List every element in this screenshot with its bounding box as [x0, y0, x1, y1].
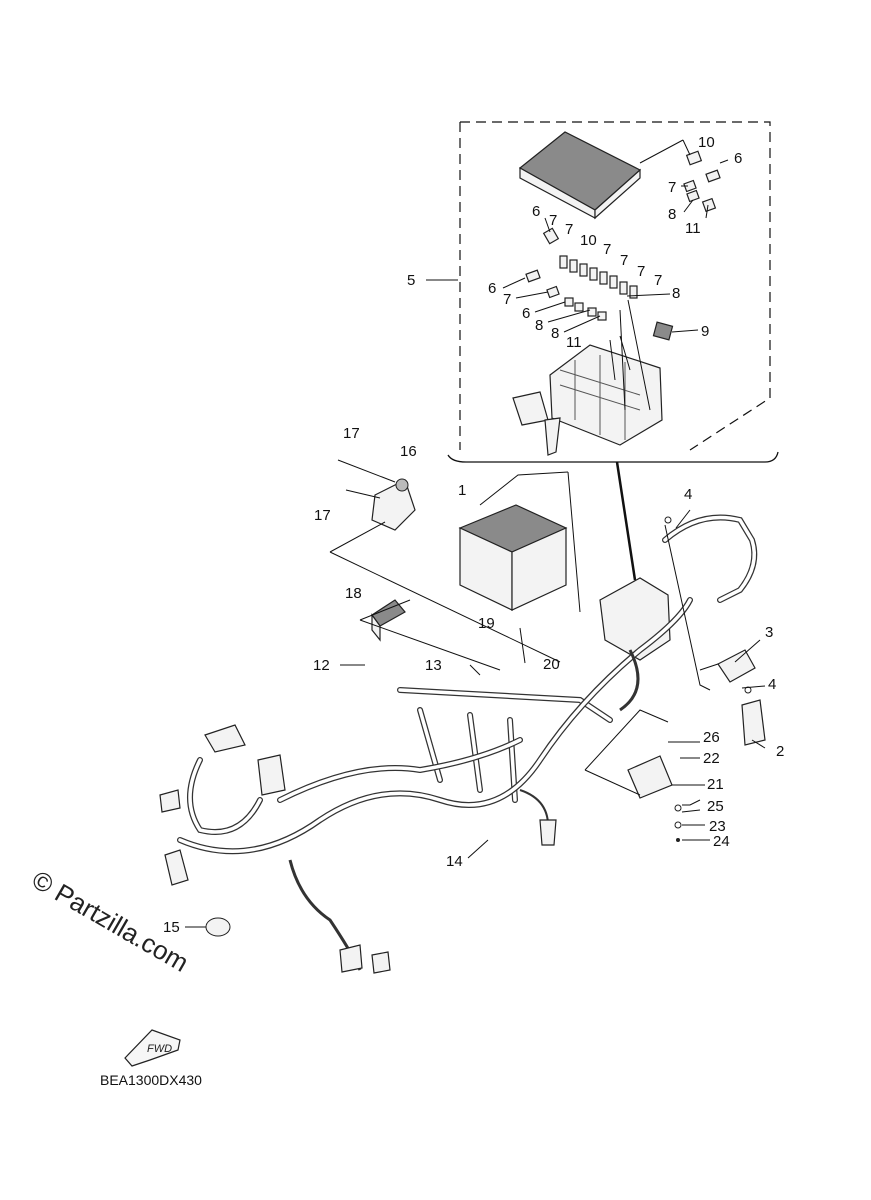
callout-7: 7: [503, 291, 511, 308]
fuse-box: [512, 344, 663, 456]
callout-8: 8: [672, 285, 680, 302]
callout-24: 24: [713, 833, 730, 850]
ecu-module: [518, 131, 642, 220]
callout-6: 6: [488, 280, 496, 297]
callout-8: 8: [551, 325, 559, 342]
callout-17: 17: [314, 507, 331, 524]
callout-18: 18: [345, 585, 362, 602]
part-18: [371, 599, 406, 642]
callout-16: 16: [400, 443, 417, 460]
callout-4: 4: [768, 676, 776, 693]
relay-16: [337, 459, 416, 531]
callout-7: 7: [549, 212, 557, 229]
fuse-set: [525, 150, 721, 341]
callout-8: 8: [535, 317, 543, 334]
bracket-parts-right: [627, 516, 766, 842]
callout-labels: 10 6 7 8 11 6 7 7 10 7 7 7 7 8 5 6 7 6 8…: [163, 134, 784, 936]
grommet-15: [185, 917, 231, 937]
callout-10: 10: [580, 232, 597, 249]
callout-15: 15: [163, 919, 180, 936]
callout-6: 6: [734, 150, 742, 167]
fuse-box-detail-inset: [426, 121, 779, 463]
callout-17: 17: [343, 425, 360, 442]
callout-4: 4: [684, 486, 692, 503]
callout-10: 10: [698, 134, 715, 151]
callout-5: 5: [407, 272, 415, 289]
frame-and-harness: [159, 514, 758, 974]
callout-6: 6: [532, 203, 540, 220]
callout-11: 11: [566, 334, 582, 351]
battery: [458, 504, 568, 611]
callout-11: 11: [685, 220, 701, 237]
callout-26: 26: [703, 729, 720, 746]
callout-14: 14: [446, 853, 463, 870]
drawing-code: BEA1300DX430: [100, 1072, 202, 1088]
callout-13: 13: [425, 657, 442, 674]
callout-25: 25: [707, 798, 724, 815]
callout-8: 8: [668, 206, 676, 223]
callout-7: 7: [620, 252, 628, 269]
callout-12: 12: [313, 657, 330, 674]
callout-9: 9: [701, 323, 709, 340]
fwd-arrow-icon: FWD: [124, 1029, 181, 1067]
callout-19: 19: [478, 615, 495, 632]
callout-20: 20: [543, 656, 560, 673]
callout-6: 6: [522, 305, 530, 322]
callout-7: 7: [668, 179, 676, 196]
callout-3: 3: [765, 624, 773, 641]
fwd-label: FWD: [147, 1043, 172, 1055]
callout-21: 21: [707, 776, 724, 793]
callout-2: 2: [776, 743, 784, 760]
callout-7: 7: [603, 241, 611, 258]
callout-7: 7: [637, 263, 645, 280]
callout-22: 22: [703, 750, 720, 767]
callout-23: 23: [709, 818, 726, 835]
callout-1: 1: [458, 482, 466, 499]
callout-7: 7: [654, 272, 662, 289]
callout-7: 7: [565, 221, 573, 238]
